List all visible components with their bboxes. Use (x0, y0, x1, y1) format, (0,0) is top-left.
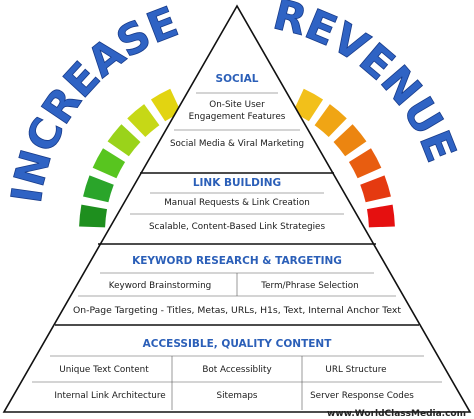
pyramid-outline (2, 4, 472, 413)
tier-item: Term/Phrase Selection (260, 281, 359, 291)
tier-item: Sitemaps (216, 391, 257, 401)
gauge-segment-left (150, 88, 182, 122)
tier-item: On-Site User (209, 100, 265, 110)
gauge-segment-right (333, 124, 367, 157)
tier-item: Server Response Codes (310, 391, 414, 401)
tier-item: On-Page Targeting - Titles, Metas, URLs,… (73, 306, 402, 316)
gauge-segment-right (292, 88, 324, 122)
tier-link-building: LINK BUILDING Manual Requests & Link Cre… (130, 177, 344, 232)
gauge-segment-right (314, 104, 347, 138)
gauge-right-segments (292, 88, 395, 228)
tier-item: Unique Text Content (59, 365, 149, 375)
gauge-segment-left (107, 124, 141, 157)
gauge-segment-right (348, 148, 382, 179)
gauge-segment-right (360, 175, 391, 203)
watermark-text: www.WorldClassMedia.com (327, 409, 466, 419)
tier-item: Keyword Brainstorming (109, 281, 211, 291)
tier-title-link-building: LINK BUILDING (193, 177, 281, 189)
tier-title-keyword-research: KEYWORD RESEARCH & TARGETING (132, 255, 342, 267)
tier-title-accessible-content: ACCESSIBLE, QUALITY CONTENT (143, 338, 333, 350)
tier-item: Bot Accessiblity (202, 365, 271, 375)
tier-item: Social Media & Viral Marketing (170, 139, 304, 149)
gauge-segment-right (366, 204, 395, 228)
tier-item: Internal Link Architecture (54, 391, 165, 401)
tier-item: URL Structure (325, 365, 386, 375)
gauge-segment-left (79, 204, 108, 228)
tier-accessible-content: ACCESSIBLE, QUALITY CONTENT Unique Text … (32, 338, 442, 410)
tier-keyword-research: KEYWORD RESEARCH & TARGETING Keyword Bra… (73, 255, 402, 316)
gauge-left-segments (79, 88, 182, 228)
gauge-segment-left (127, 104, 160, 138)
tier-item: Manual Requests & Link Creation (164, 198, 310, 208)
tier-item: Engagement Features (189, 112, 286, 122)
gauge-segment-left (92, 148, 126, 179)
tier-social: SOCIAL On-Site User Engagement Features … (170, 73, 304, 149)
tier-item: Scalable, Content-Based Link Strategies (149, 222, 325, 232)
gauge-segment-left (83, 175, 114, 203)
tier-title-social: SOCIAL (216, 73, 259, 85)
